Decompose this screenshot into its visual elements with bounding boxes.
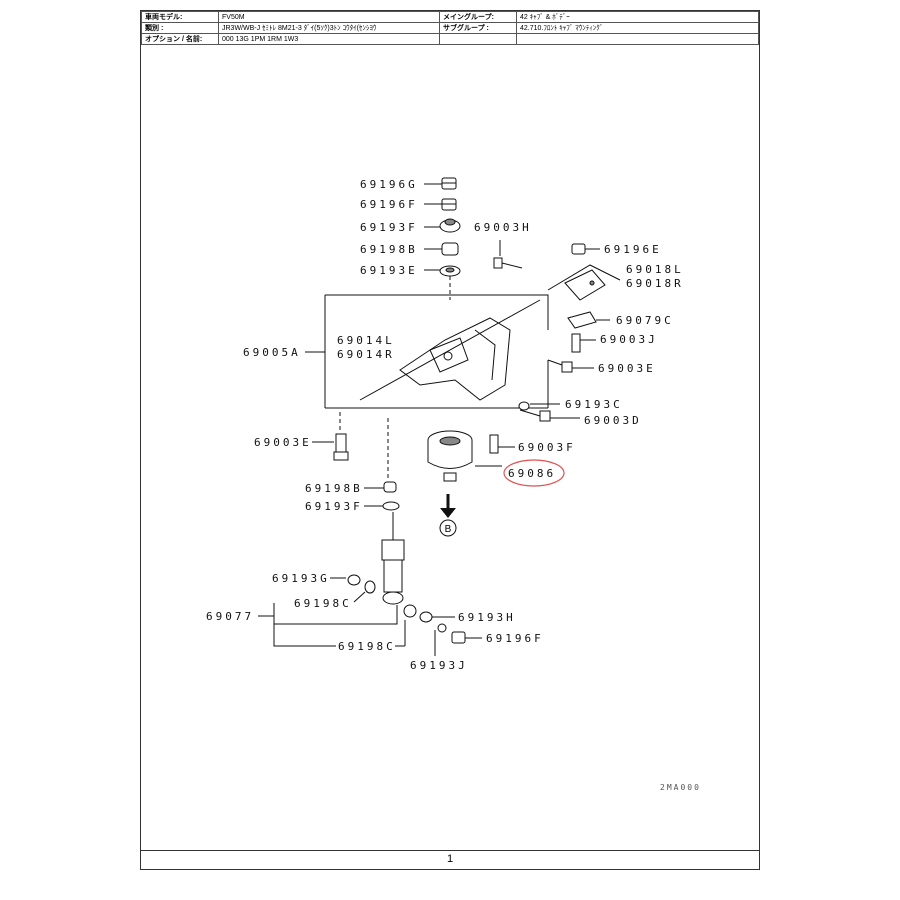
cab-bracket-icon bbox=[359, 299, 541, 401]
header-value: 000 13G 1PM 1RM 1W3 bbox=[218, 33, 440, 45]
clip-icon bbox=[567, 311, 597, 329]
page-number: 1 bbox=[446, 853, 454, 865]
header-row: オプション / 名前: 000 13G 1PM 1RM 1W3 bbox=[141, 33, 759, 45]
washer-icon bbox=[439, 265, 461, 277]
bolt-icon bbox=[571, 333, 581, 353]
bolt-icon bbox=[547, 359, 573, 373]
part-label: 69003D bbox=[584, 414, 642, 427]
highlight-ring bbox=[503, 459, 565, 487]
part-label: 69003E bbox=[598, 362, 656, 375]
part-label: 69003J bbox=[600, 333, 658, 346]
part-label: 69193F bbox=[360, 221, 418, 234]
nut-icon bbox=[571, 243, 586, 255]
washer-icon bbox=[518, 401, 530, 411]
part-label: 69193F bbox=[305, 500, 363, 513]
washer-icon bbox=[439, 218, 461, 233]
part-label: 69014R bbox=[337, 348, 395, 361]
part-label: 69198B bbox=[360, 243, 418, 256]
part-label: 69196G bbox=[360, 178, 418, 191]
bushing-icon bbox=[364, 580, 376, 594]
part-label: 69005A bbox=[243, 346, 301, 359]
washer-icon bbox=[419, 611, 433, 623]
part-label: 69193G bbox=[272, 572, 330, 585]
part-label: 69193H bbox=[458, 611, 516, 624]
washer-icon bbox=[382, 501, 400, 511]
header-table: 車両モデル: FV50M メイングループ: 42 ｷｬﾌﾞ & ﾎﾞﾃﾞｰ 類別… bbox=[141, 11, 759, 45]
parts-sheet: 車両モデル: FV50M メイングループ: 42 ｷｬﾌﾞ & ﾎﾞﾃﾞｰ 類別… bbox=[140, 10, 760, 870]
bushing-icon bbox=[403, 604, 417, 618]
clip-icon bbox=[437, 623, 447, 633]
part-label: 69193J bbox=[410, 659, 468, 672]
header-value bbox=[516, 33, 759, 45]
part-label: 69196F bbox=[360, 198, 418, 211]
reference-mark: B bbox=[445, 524, 452, 535]
nut-icon bbox=[441, 177, 457, 190]
part-label: 69003H bbox=[474, 221, 532, 234]
part-label: 69014L bbox=[337, 334, 395, 347]
part-label: 69196E bbox=[604, 243, 662, 256]
part-label: 69003E bbox=[254, 436, 312, 449]
bushing-icon bbox=[383, 481, 397, 493]
part-label: 69086 bbox=[508, 467, 556, 480]
part-label: 69193C bbox=[565, 398, 623, 411]
drawing-code: 2MA000 bbox=[660, 783, 701, 792]
nut-icon bbox=[441, 198, 457, 211]
part-label: 69198C bbox=[294, 597, 352, 610]
part-label: 69193E bbox=[360, 264, 418, 277]
rubber-mount-icon bbox=[427, 430, 473, 482]
bolt-icon bbox=[489, 434, 499, 454]
part-label: 69198C bbox=[338, 640, 396, 653]
plate-bracket-icon bbox=[564, 269, 606, 301]
bolt-icon bbox=[493, 257, 523, 269]
bushing-icon bbox=[441, 242, 459, 256]
part-label: 69018L bbox=[626, 263, 684, 276]
part-label: 69079C bbox=[616, 314, 674, 327]
part-label: 69196F bbox=[486, 632, 544, 645]
bolt-icon bbox=[519, 409, 551, 422]
reference-circle bbox=[439, 519, 457, 537]
part-label: 69003F bbox=[518, 441, 576, 454]
part-label: 69018R bbox=[626, 277, 684, 290]
header-row: 類別 : JR3W/WB-J ｾﾐﾄﾚ 8M21-3 ﾀﾞｲ(5ｿｸ)3ﾄﾝ ｺ… bbox=[141, 22, 759, 34]
washer-icon bbox=[347, 574, 361, 586]
shock-absorber-icon bbox=[381, 512, 405, 605]
part-label: 69198B bbox=[305, 482, 363, 495]
part-label: 69077 bbox=[206, 610, 254, 623]
nut-icon bbox=[451, 631, 466, 644]
footer: 1 bbox=[141, 850, 759, 869]
bolt-icon bbox=[333, 433, 349, 461]
down-arrow-icon bbox=[440, 494, 456, 518]
